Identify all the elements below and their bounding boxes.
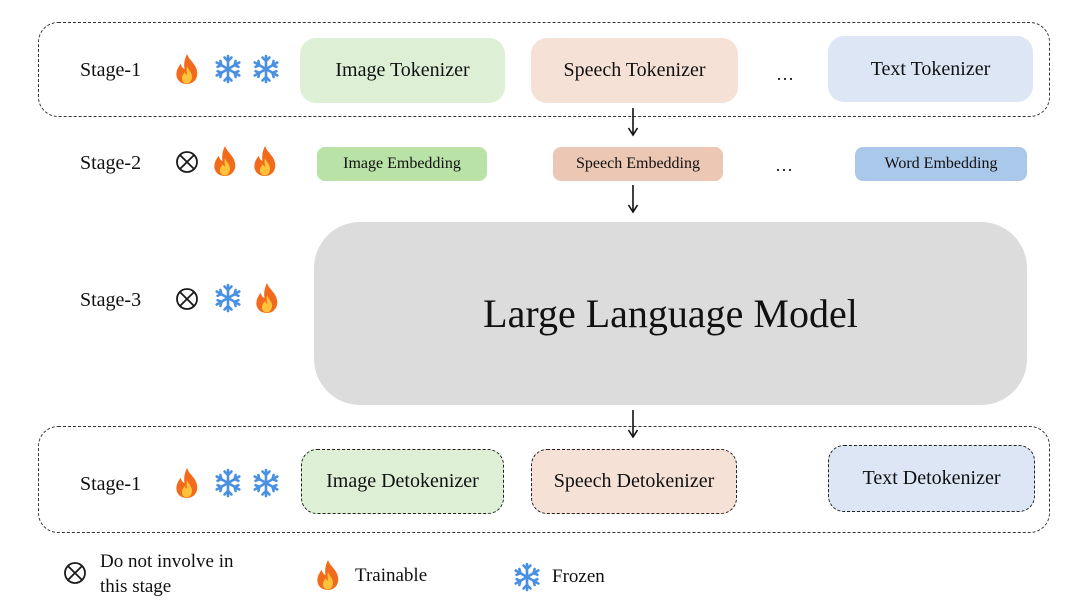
arrow-down-icon — [626, 184, 640, 216]
stage-1-detokenizer-frame — [38, 426, 1050, 533]
arrow-down-icon — [626, 105, 640, 141]
image-detokenizer-box: Image Detokenizer — [301, 449, 504, 514]
snowflake-icon — [213, 467, 243, 499]
flame-icon — [210, 145, 240, 177]
embedding-ellipsis: … — [775, 155, 793, 175]
tokenizer-ellipsis: … — [776, 64, 794, 84]
not-involve-icon — [172, 146, 202, 178]
snowflake-icon — [251, 53, 281, 85]
snowflake-icon — [251, 467, 281, 499]
snowflake-icon — [213, 282, 243, 314]
flame-icon — [252, 282, 282, 314]
legend-not-involve-line2: this stage — [100, 576, 172, 597]
text-detokenizer-box: Text Detokenizer — [828, 445, 1035, 512]
flame-icon — [250, 145, 280, 177]
word-embedding-box: Word Embedding — [855, 147, 1027, 181]
stage-3-label: Stage-3 — [80, 289, 142, 311]
flame-icon — [313, 559, 343, 591]
image-tokenizer-box: Image Tokenizer — [300, 38, 505, 103]
speech-detokenizer-box: Speech Detokenizer — [531, 449, 737, 514]
flame-icon — [172, 467, 202, 499]
snowflake-icon — [512, 561, 542, 593]
legend-not-involve-line1: Do not involve in — [100, 551, 234, 572]
text-tokenizer-box: Text Tokenizer — [828, 36, 1033, 102]
not-involve-icon — [172, 283, 202, 315]
stage-1-label: Stage-1 — [80, 59, 142, 81]
legend-frozen: Frozen — [552, 566, 605, 587]
stage-2-label: Stage-2 — [80, 152, 142, 174]
legend-trainable: Trainable — [355, 565, 428, 586]
not-involve-icon — [60, 557, 90, 589]
large-language-model-box: Large Language Model — [314, 222, 1027, 405]
flame-icon — [172, 53, 202, 85]
stage-1-tokenizer-frame — [38, 22, 1050, 117]
stage-1-label: Stage-1 — [80, 473, 142, 495]
image-embedding-box: Image Embedding — [317, 147, 487, 181]
snowflake-icon — [213, 53, 243, 85]
speech-tokenizer-box: Speech Tokenizer — [531, 38, 738, 103]
speech-embedding-box: Speech Embedding — [553, 147, 723, 181]
